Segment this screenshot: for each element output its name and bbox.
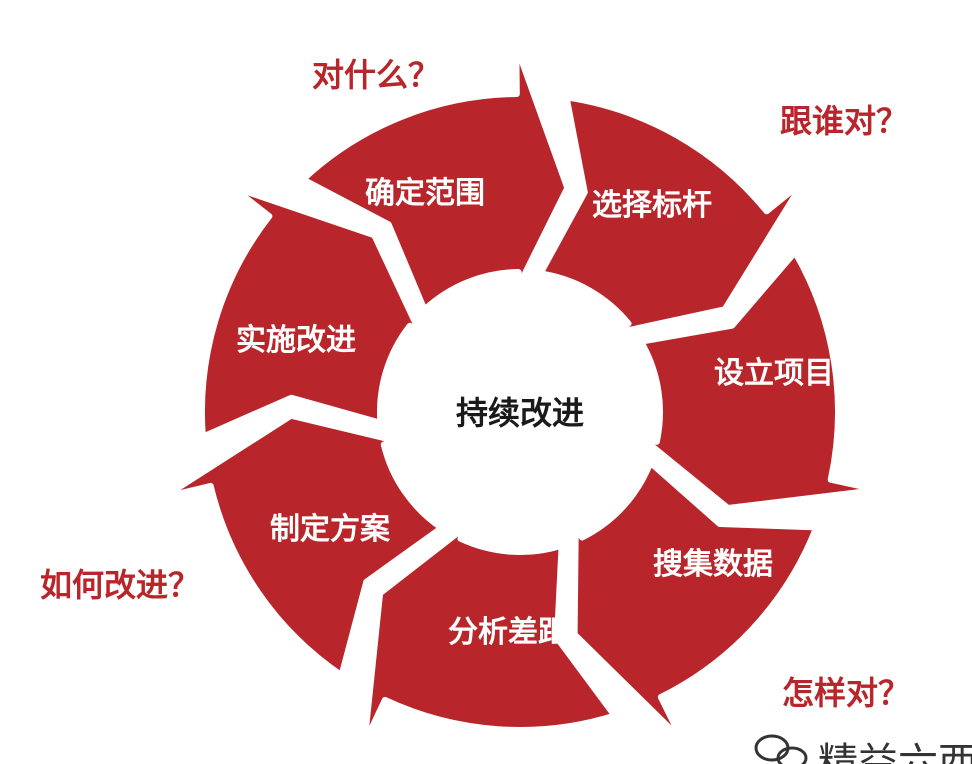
watermark-text: 精益六西 bbox=[818, 740, 972, 764]
center-disc bbox=[388, 280, 652, 544]
step-label-implement: 实施改进 bbox=[236, 323, 356, 358]
center-label: 持续改进 bbox=[456, 394, 584, 432]
arrow-segment-make-plan bbox=[161, 412, 445, 679]
arrow-segment-set-project bbox=[638, 249, 881, 511]
question-what: 对什么？ bbox=[312, 56, 440, 94]
question-with-whom: 跟谁对？ bbox=[780, 102, 908, 140]
step-label-analyze-gap: 分析差距 bbox=[448, 615, 568, 650]
wechat-icon bbox=[754, 734, 808, 764]
arrow-segment-implement bbox=[198, 183, 424, 440]
question-how-improve: 如何改进？ bbox=[40, 566, 200, 604]
step-label-set-project: 设立项目 bbox=[714, 356, 834, 391]
arrow-segment-analyze-gap bbox=[361, 523, 618, 747]
step-label-collect-data: 搜集数据 bbox=[653, 547, 773, 582]
step-label-select-benchmark: 选择标杆 bbox=[592, 188, 712, 223]
question-how-compare: 怎样对？ bbox=[782, 674, 910, 712]
arrow-segment-select-benchmark bbox=[537, 94, 807, 336]
step-label-define-scope: 确定范围 bbox=[365, 176, 485, 211]
arrow-segment-collect-data bbox=[571, 459, 820, 744]
segment-group bbox=[161, 43, 881, 747]
arrow-segment-define-scope bbox=[300, 43, 571, 313]
step-label-make-plan: 制定方案 bbox=[270, 512, 391, 547]
